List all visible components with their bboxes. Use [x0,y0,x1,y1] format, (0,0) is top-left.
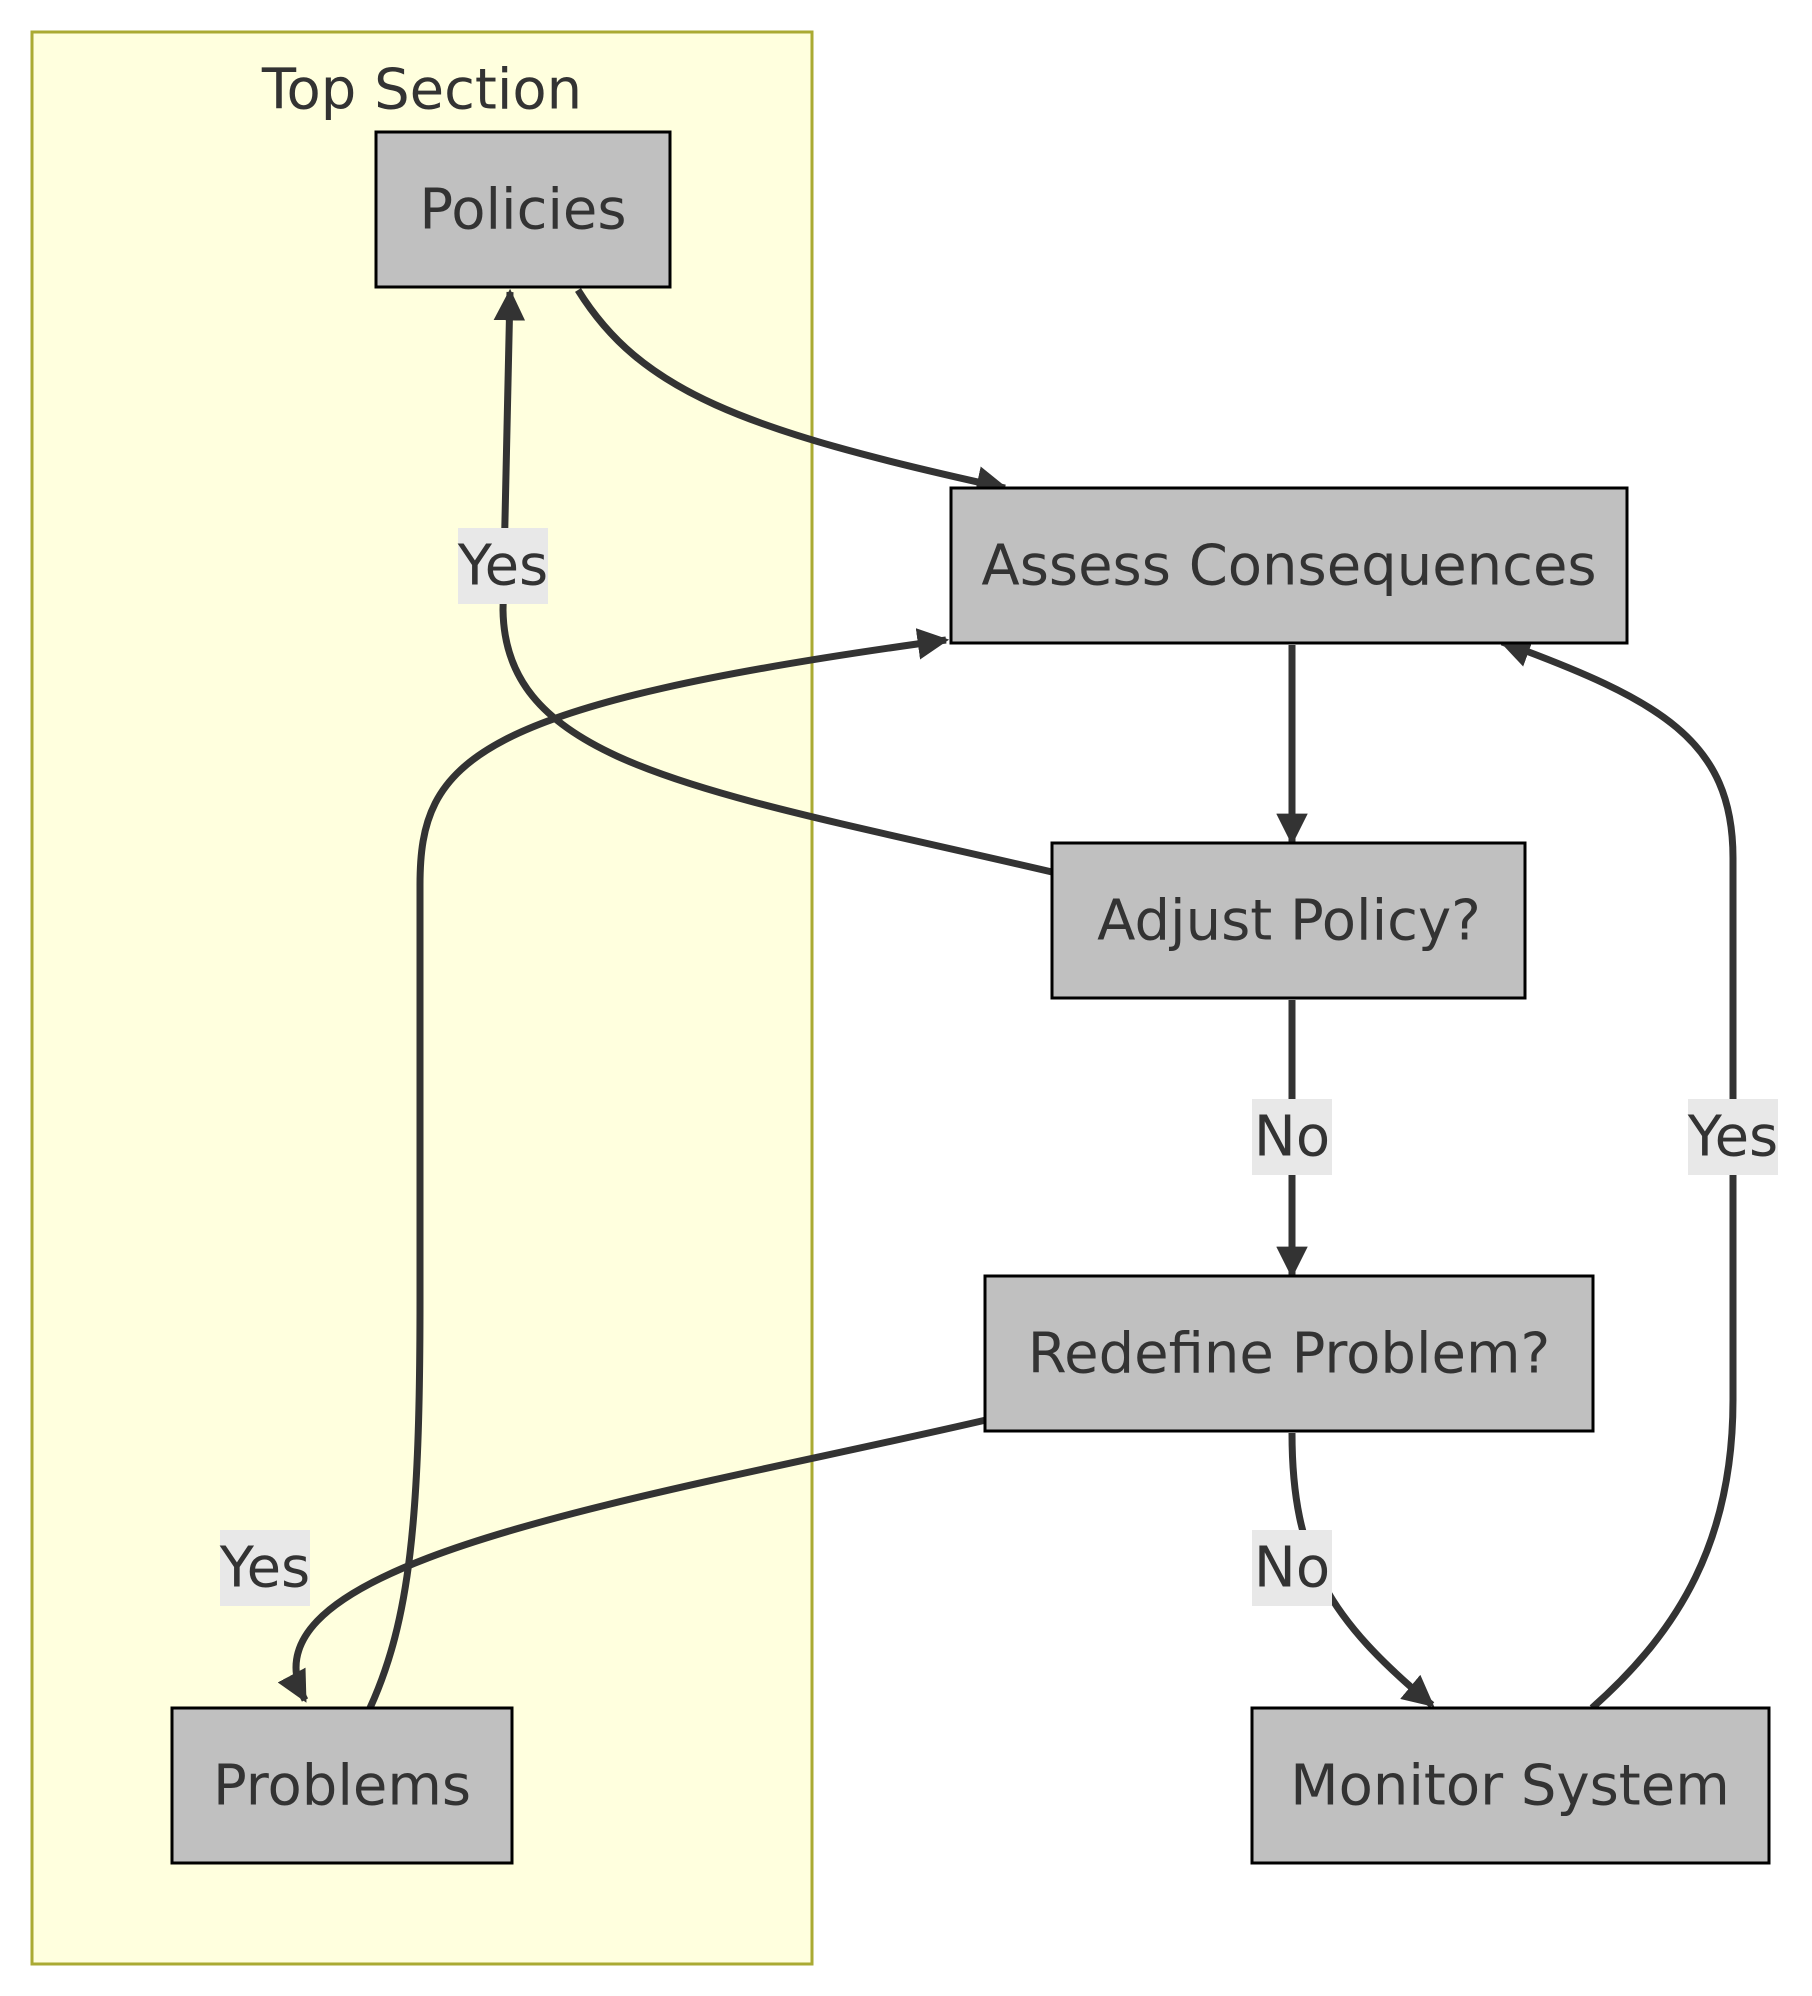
edge-label-bg [458,528,548,604]
node-box [1050,841,1527,1000]
node-problems[interactable]: Problems [170,1706,514,1865]
node-box [170,1706,514,1865]
edge-label-text: Yes [219,1536,310,1601]
node-label: Monitor System [1290,1754,1730,1819]
node-label: Policies [419,178,626,243]
edge-label-bg [220,1530,310,1606]
node-label: Redefine Problem? [1028,1322,1551,1387]
node-assess-consequences[interactable]: Assess Consequences [949,486,1629,645]
edge-label-adjust-no: No [1252,1099,1332,1175]
node-adjust-policy[interactable]: Adjust Policy? [1050,841,1527,1000]
edge-labels: Yes No Yes No Yes [219,528,1778,1606]
node-label: Assess Consequences [981,534,1596,599]
edge-label-adjust-yes: Yes [457,528,548,604]
edge-redefine-to-problems [277,1416,987,1703]
edge-label-text: No [1254,1105,1330,1170]
edge-policies-to-assess [575,288,1009,498]
node-label: Problems [213,1754,471,1819]
node-box [374,130,672,289]
edge-label-bg [1252,1099,1332,1175]
node-box [1250,1706,1771,1865]
edge-label-bg [1688,1099,1778,1175]
edge-label-text: Yes [457,534,548,599]
edge-label-redefine-no: No [1252,1530,1332,1606]
edge-label-text: No [1254,1536,1330,1601]
edge-adjust-to-policies [493,288,1053,876]
edge-problems-to-assess [366,628,950,1710]
node-monitor-system[interactable]: Monitor System [1250,1706,1771,1865]
node-redefine-problem[interactable]: Redefine Problem? [983,1274,1595,1433]
edge-label-monitor-yes: Yes [1687,1099,1778,1175]
node-policies[interactable]: Policies [374,130,672,289]
node-box [983,1274,1595,1433]
edge-label-bg [1252,1530,1332,1606]
cluster-label: Top Section [261,58,582,123]
edge-label-redefine-yes: Yes [219,1530,310,1606]
node-label: Adjust Policy? [1097,889,1481,954]
nodes: Policies Assess Consequences Adjust Poli… [170,130,1771,1865]
edge-label-text: Yes [1687,1105,1778,1170]
node-box [949,486,1629,645]
